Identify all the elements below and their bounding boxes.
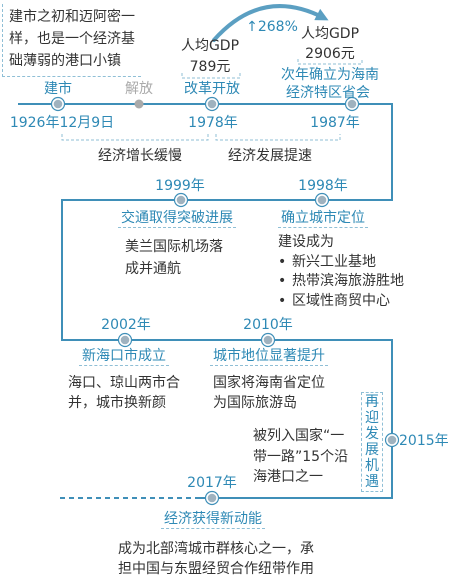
intro-line: 建市之初和迈阿密一 — [9, 9, 135, 25]
node-2015 — [384, 432, 400, 448]
phase-bracket-fast — [215, 134, 341, 141]
event-status-title: 城市地位显著提升 — [210, 347, 328, 366]
event-status-text: 国家将海南省定位 为国际旅游岛 — [213, 373, 325, 413]
phase-bracket-slow — [61, 134, 209, 141]
event-capital-label: 次年确立为海南 — [281, 67, 379, 83]
intro-line: 样，也是一个经济基 — [9, 31, 135, 47]
node-2017 — [204, 490, 220, 506]
event-momentum-line: 担中国与东盟经贸合作纽带作用 — [118, 561, 314, 577]
intro-line: 础薄弱的港口小镇 — [9, 53, 121, 69]
event-merger-title: 新海口市成立 — [79, 347, 169, 366]
event-positioning-list: 建设成为 新兴工业基地 热带滨海旅游胜地 区域性商贸中心 — [278, 233, 404, 311]
node-1987 — [344, 96, 360, 112]
year-2002: 2002年 — [101, 317, 151, 333]
event-momentum-text: 成为北部湾城市群核心之一，承 担中国与东盟经贸合作纽带作用 — [118, 539, 314, 579]
node-1926 — [50, 96, 66, 112]
event-momentum-line: 成为北部湾城市群核心之一，承 — [118, 541, 314, 557]
year-2017: 2017年 — [187, 475, 237, 491]
intro-note: 建市之初和迈阿密一 样，也是一个经济基 础薄弱的港口小镇 — [2, 4, 141, 77]
date-founding: 1926年12月9日 — [9, 115, 115, 131]
event-merger-text: 海口、琼山两市合 并，城市换新颜 — [68, 373, 180, 413]
year-2010: 2010年 — [243, 317, 293, 333]
event-transport-title: 交通取得突破进展 — [118, 209, 236, 228]
gdp-after-value: 2906元 — [305, 46, 355, 62]
event-liberation-label: 解放 — [125, 81, 153, 97]
event-reform-label: 改革开放 — [184, 81, 240, 97]
event-merger-line: 并，城市换新颜 — [68, 395, 166, 411]
event-belt-road-title: 再迎发展机遇 — [361, 392, 383, 492]
gdp-growth-arrow — [212, 4, 329, 42]
event-belt-road-text: 被列入国家“一 带一路”15个沿 海港口之一 — [253, 426, 348, 488]
timeline-path — [18, 103, 393, 499]
event-belt-road-line: 海港口之一 — [253, 469, 323, 485]
event-founding-label: 建市 — [44, 81, 72, 97]
event-transport-line: 成并通航 — [125, 261, 181, 277]
node-1998 — [314, 192, 330, 208]
event-belt-road-line: 被列入国家“一 — [253, 428, 345, 444]
gdp-growth-rate: ↑268% — [246, 19, 298, 35]
event-status-line: 为国际旅游岛 — [213, 395, 297, 411]
node-1978 — [204, 96, 220, 112]
gdp-before-bracket — [181, 73, 241, 79]
node-2002 — [117, 332, 133, 348]
event-belt-road-line: 带一路”15个沿 — [253, 448, 349, 465]
event-transport-line: 美兰国际机场落 — [125, 239, 223, 255]
event-capital-label: 经济特区省会 — [286, 85, 370, 101]
gdp-after-label: 人均GDP — [300, 26, 360, 42]
year-1999: 1999年 — [155, 178, 205, 194]
node-1999 — [173, 192, 189, 208]
event-transport-text: 美兰国际机场落 成并通航 — [125, 236, 223, 280]
date-reform: 1978年 — [188, 115, 238, 131]
bullet-item: 热带滨海旅游胜地 — [278, 272, 404, 292]
gdp-before-label: 人均GDP — [180, 38, 240, 54]
event-merger-line: 海口、琼山两市合 — [68, 375, 180, 391]
gdp-before-value: 789元 — [189, 59, 231, 75]
phase-slow-growth: 经济增长缓慢 — [98, 148, 182, 164]
event-status-line: 国家将海南省定位 — [213, 375, 325, 391]
node-liberation — [134, 99, 144, 109]
event-positioning-intro: 建设成为 — [278, 234, 334, 250]
bullet-item: 新兴工业基地 — [278, 253, 404, 273]
phase-fast-growth: 经济发展提速 — [228, 148, 312, 164]
year-1998: 1998年 — [298, 178, 348, 194]
year-2015: 2015年 — [399, 433, 449, 449]
bullet-item: 区域性商贸中心 — [278, 292, 404, 312]
gdp-after-bracket — [297, 59, 363, 65]
event-momentum-title: 经济获得新动能 — [161, 510, 265, 529]
node-2010 — [260, 332, 276, 348]
event-positioning-title: 确立城市定位 — [278, 209, 368, 228]
date-capital: 1987年 — [310, 115, 360, 131]
